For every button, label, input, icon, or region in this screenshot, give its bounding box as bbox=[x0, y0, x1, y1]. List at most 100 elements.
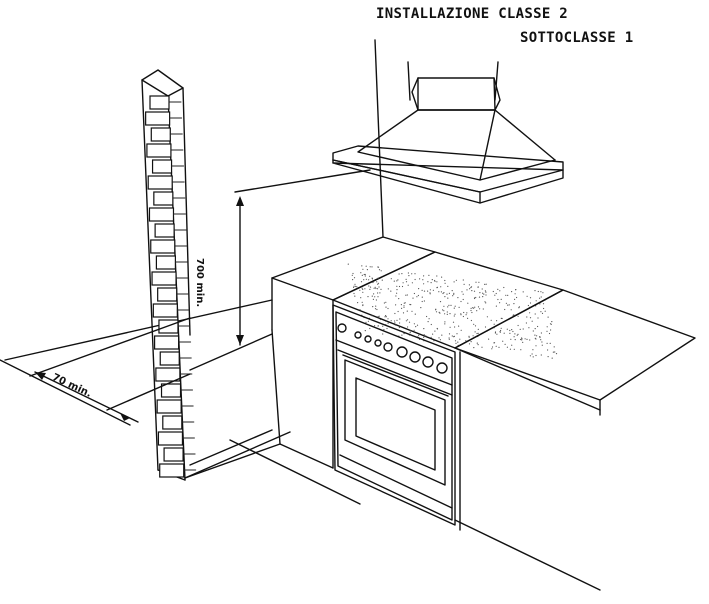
hob-speckle bbox=[524, 338, 526, 340]
hob-speckle bbox=[515, 289, 517, 291]
hob-speckle bbox=[453, 281, 455, 283]
hob-speckle bbox=[401, 307, 403, 309]
hob-speckle bbox=[510, 338, 512, 340]
hob-speckle bbox=[453, 335, 455, 337]
hob-speckle bbox=[444, 279, 446, 282]
hob-speckle bbox=[460, 300, 462, 303]
hob-speckle bbox=[495, 292, 497, 295]
hob-speckle bbox=[531, 353, 533, 355]
hob-speckle bbox=[458, 306, 460, 308]
hob-speckle bbox=[520, 338, 522, 341]
hob-speckle bbox=[490, 319, 492, 321]
hob-speckle bbox=[506, 328, 508, 330]
hob-speckle bbox=[476, 310, 478, 312]
hob-speckle bbox=[361, 274, 363, 276]
hob-speckle bbox=[444, 282, 446, 284]
hob-speckle bbox=[529, 355, 532, 357]
brick bbox=[152, 303, 178, 318]
hob-speckle bbox=[413, 323, 415, 325]
hob-speckle bbox=[393, 280, 395, 282]
hob-speckle bbox=[474, 325, 477, 327]
hob-speckle bbox=[436, 327, 438, 330]
hob-speckle bbox=[486, 316, 488, 318]
hob-speckle bbox=[499, 331, 501, 333]
hob-speckle bbox=[444, 313, 446, 315]
hob-speckle bbox=[390, 320, 392, 322]
hob-speckle bbox=[552, 351, 555, 353]
hob-speckle bbox=[470, 286, 472, 289]
hob-speckle bbox=[435, 308, 437, 310]
hob-speckle bbox=[362, 268, 364, 270]
hob-speckle bbox=[460, 314, 462, 316]
hob-speckle bbox=[376, 308, 378, 311]
hob-speckle bbox=[462, 293, 464, 295]
left-cabinet bbox=[184, 236, 436, 479]
hob-speckle bbox=[549, 342, 551, 344]
hob-speckle bbox=[443, 305, 445, 307]
hob-speckle bbox=[481, 288, 483, 290]
hob-speckle bbox=[507, 304, 509, 306]
hob-speckle bbox=[516, 296, 518, 299]
hob-speckle bbox=[441, 334, 443, 336]
hob-speckle bbox=[427, 321, 429, 323]
hob-speckle bbox=[418, 288, 420, 290]
hob-speckle bbox=[541, 312, 544, 314]
hob-speckle bbox=[382, 333, 384, 335]
hob-speckle bbox=[434, 330, 436, 332]
hob-speckle bbox=[514, 333, 516, 335]
hob-speckle bbox=[429, 289, 431, 291]
hob-speckle bbox=[540, 339, 542, 341]
hob-speckle bbox=[509, 348, 511, 350]
hob-speckle bbox=[430, 282, 432, 284]
hob-speckle bbox=[409, 303, 411, 306]
hob-speckle bbox=[491, 346, 494, 348]
hob-speckle bbox=[476, 332, 478, 335]
hob-speckle bbox=[506, 346, 508, 348]
hob-speckle bbox=[373, 287, 375, 289]
hob-speckle bbox=[418, 334, 420, 336]
hob-speckle bbox=[375, 287, 377, 290]
hob-speckle bbox=[379, 318, 381, 321]
hob-speckle bbox=[528, 327, 530, 329]
hob-speckle bbox=[540, 354, 542, 356]
hob-speckle bbox=[467, 317, 469, 319]
hob-speckle bbox=[492, 290, 494, 293]
hob-speckle bbox=[406, 310, 408, 312]
hob-speckle bbox=[396, 319, 398, 321]
hob-speckle bbox=[447, 306, 449, 308]
hob-speckle bbox=[470, 309, 472, 312]
hob-speckle bbox=[447, 285, 449, 287]
hob-speckle bbox=[355, 285, 357, 287]
hob-speckle bbox=[503, 286, 505, 289]
hob-speckle bbox=[383, 302, 385, 304]
hob-speckle bbox=[477, 332, 479, 334]
hob-speckle bbox=[541, 341, 543, 343]
hob-speckle bbox=[550, 329, 552, 331]
brick bbox=[146, 143, 172, 158]
hob-speckle bbox=[428, 318, 430, 320]
hob-speckle bbox=[443, 292, 445, 294]
hob-speckle bbox=[396, 292, 398, 294]
hob-speckle bbox=[439, 339, 441, 341]
hob-speckle bbox=[385, 320, 387, 322]
hob-speckle bbox=[499, 302, 501, 304]
hob-speckle bbox=[367, 320, 369, 322]
hob-speckle bbox=[374, 308, 377, 310]
hob-speckle bbox=[417, 294, 419, 297]
hob-speckle bbox=[375, 299, 377, 301]
hob-speckle bbox=[384, 316, 386, 318]
hob-speckle bbox=[430, 336, 432, 338]
hob-speckle bbox=[356, 286, 358, 288]
hob-speckle bbox=[421, 300, 423, 303]
hob-speckle bbox=[423, 334, 425, 336]
hob-speckle bbox=[488, 338, 490, 340]
hob-speckle bbox=[514, 298, 516, 300]
hob-speckle bbox=[477, 286, 479, 288]
hob-speckle bbox=[364, 288, 366, 290]
hob-speckle bbox=[455, 279, 457, 281]
hob-speckle bbox=[422, 279, 424, 281]
hob-speckle bbox=[470, 341, 472, 343]
hob-speckle bbox=[442, 292, 444, 295]
hob-speckle bbox=[347, 263, 349, 265]
hob-speckle bbox=[372, 306, 374, 308]
